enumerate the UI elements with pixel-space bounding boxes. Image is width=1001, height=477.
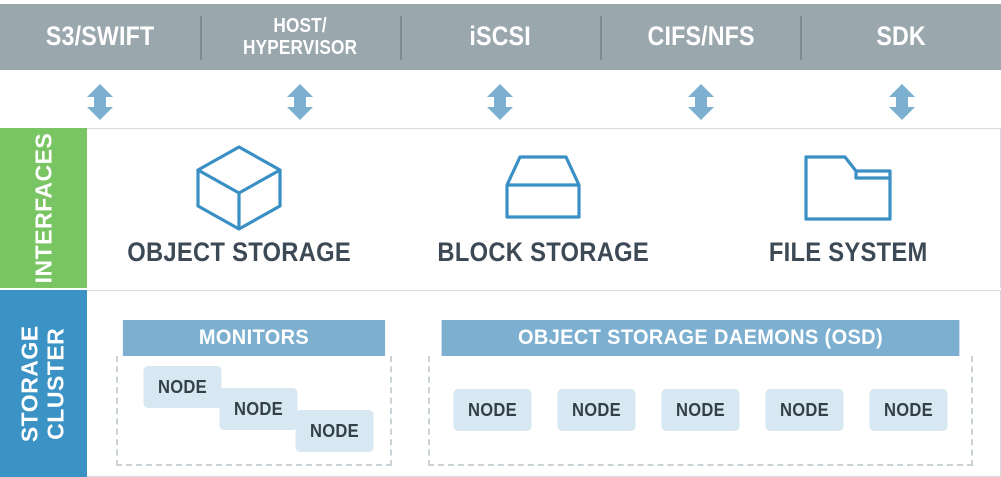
interfaces-panel: OBJECT STORAGE BLOCK STORAGE xyxy=(87,128,1001,288)
access-method-iscsi[interactable]: iSCSI xyxy=(414,4,586,70)
double-arrow-icon xyxy=(283,84,317,120)
access-bar-divider xyxy=(200,16,202,60)
storage-cluster-side-label-text: STORAGE CLUSTER xyxy=(16,325,69,442)
access-methods-bar: S3/SWIFT HOST/ HYPERVISOR iSCSI CIFS/NFS… xyxy=(0,4,1001,70)
node-label: NODE xyxy=(571,399,621,420)
osd-group: OBJECT STORAGE DAEMONS (OSD) NODE NODE N… xyxy=(428,320,973,466)
interfaces-side-label: INTERFACES xyxy=(0,128,87,288)
osd-node[interactable]: NODE xyxy=(452,389,532,431)
osd-node[interactable]: NODE xyxy=(557,389,636,431)
node-label: NODE xyxy=(310,420,359,441)
interfaces-band: INTERFACES OBJECT STORAGE xyxy=(0,128,1001,288)
folder-icon xyxy=(801,145,895,231)
interfaces-side-label-text: INTERFACES xyxy=(30,132,57,284)
osd-node[interactable]: NODE xyxy=(661,389,740,431)
access-method-label: CIFS/NFS xyxy=(647,21,755,52)
osd-node[interactable]: NODE xyxy=(869,389,948,431)
double-arrow-icon xyxy=(885,84,919,120)
osd-node[interactable]: NODE xyxy=(765,389,844,431)
interface-file-system[interactable]: FILE SYSTEM xyxy=(696,129,1000,288)
access-method-label: HOST/ HYPERVISOR xyxy=(243,14,358,59)
node-label: NODE xyxy=(780,399,830,420)
access-bar-divider xyxy=(400,16,402,60)
monitors-group-title: MONITORS xyxy=(198,326,310,349)
connector-arrow-row xyxy=(0,78,1001,126)
osd-group-header: OBJECT STORAGE DAEMONS (OSD) xyxy=(441,320,960,356)
interface-object-storage[interactable]: OBJECT STORAGE xyxy=(87,129,391,288)
node-label: NODE xyxy=(675,399,725,420)
node-label: NODE xyxy=(884,399,934,420)
node-label: NODE xyxy=(467,399,517,420)
storage-cluster-side-label: STORAGE CLUSTER xyxy=(0,290,87,477)
double-arrow-icon xyxy=(684,84,718,120)
access-method-host-hypervisor[interactable]: HOST/ HYPERVISOR xyxy=(214,4,386,70)
node-label: NODE xyxy=(158,376,207,397)
interface-label: FILE SYSTEM xyxy=(768,237,928,267)
access-bar-divider xyxy=(800,16,802,60)
monitor-node[interactable]: NODE xyxy=(219,388,298,430)
monitors-group: MONITORS NODE NODE NODE xyxy=(116,320,392,466)
access-method-label: SDK xyxy=(876,21,926,52)
storage-cluster-panel: MONITORS NODE NODE NODE OBJECT xyxy=(87,290,1001,477)
osd-node-area: NODE NODE NODE NODE NODE xyxy=(428,356,973,466)
osd-group-title: OBJECT STORAGE DAEMONS (OSD) xyxy=(518,326,883,349)
storage-cluster-band: STORAGE CLUSTER MONITORS NODE NODE NODE xyxy=(0,290,1001,477)
access-method-sdk[interactable]: SDK xyxy=(815,4,987,70)
access-method-label: S3/SWIFT xyxy=(45,21,155,52)
double-arrow-icon xyxy=(483,84,517,120)
monitors-group-header: MONITORS xyxy=(122,320,386,356)
access-bar-divider xyxy=(600,16,602,60)
access-method-label: iSCSI xyxy=(469,21,532,52)
cube-icon xyxy=(194,145,284,231)
interface-block-storage[interactable]: BLOCK STORAGE xyxy=(391,129,695,288)
monitor-node[interactable]: NODE xyxy=(295,410,374,452)
double-arrow-icon xyxy=(83,84,117,120)
node-label: NODE xyxy=(234,398,283,419)
monitors-node-area: NODE NODE NODE xyxy=(116,356,392,466)
monitor-node[interactable]: NODE xyxy=(143,366,222,408)
box-icon xyxy=(493,145,593,231)
access-method-cifs-nfs[interactable]: CIFS/NFS xyxy=(615,4,787,70)
interface-label: BLOCK STORAGE xyxy=(437,237,650,267)
interface-label: OBJECT STORAGE xyxy=(127,237,352,267)
access-method-s3-swift[interactable]: S3/SWIFT xyxy=(14,4,186,70)
